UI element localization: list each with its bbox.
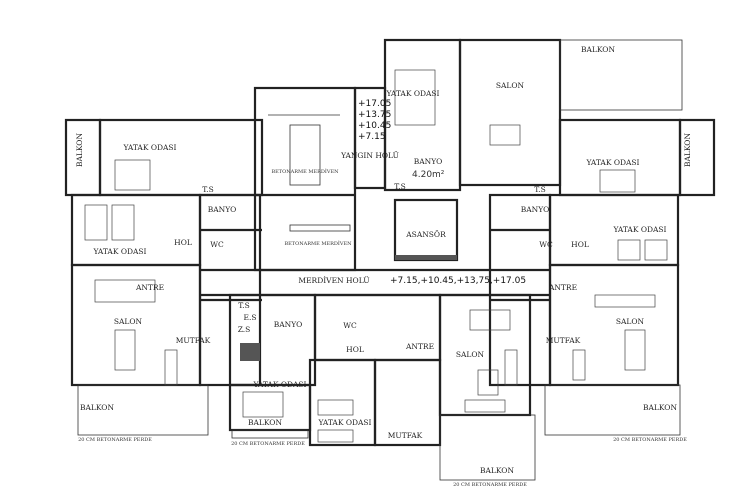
- room-balkon: BALKON: [75, 133, 84, 167]
- walls: [64, 38, 716, 481]
- room-salon: SALON: [496, 81, 525, 90]
- room-mutfak: MUTFAK: [546, 336, 581, 345]
- room-yatak-odasi: YATAK ODASI: [122, 143, 176, 152]
- level-label: +10.45: [358, 121, 391, 131]
- room-mutfak: MUTFAK: [388, 431, 423, 440]
- room-yatak-odasi: YATAK ODASI: [612, 225, 666, 234]
- room-salon: SALON: [456, 350, 485, 359]
- furniture: [84, 69, 668, 443]
- room-balkon: BALKON: [248, 418, 282, 427]
- room-antre: ANTRE: [135, 283, 164, 292]
- room-salon: SALON: [616, 317, 645, 326]
- stair-label: BETONARME MERDİVEN: [284, 240, 352, 247]
- room-yatak-odasi: YATAK ODASI: [92, 247, 146, 256]
- stair-label: BETONARME MERDİVEN: [271, 168, 339, 175]
- room-yatak-odasi: YATAK ODASI: [385, 89, 439, 98]
- room-es: E.S: [244, 313, 257, 322]
- wall-note: 20 CM BETONARME PERDE: [78, 437, 152, 443]
- room-antre: ANTRE: [548, 283, 577, 292]
- room-balkon: BALKON: [643, 403, 677, 412]
- room-balkon: BALKON: [480, 466, 514, 475]
- room-banyo: BANYO: [414, 157, 443, 166]
- room-salon: SALON: [114, 317, 143, 326]
- room-hol: HOL: [174, 238, 192, 247]
- level-label: +13.75: [358, 110, 391, 120]
- room-hol: HOL: [571, 240, 589, 249]
- room-ts: T.S: [238, 301, 249, 310]
- room-banyo: BANYO: [208, 205, 237, 214]
- room-balkon: BALKON: [80, 403, 114, 412]
- room-wc: WC: [210, 240, 224, 249]
- room-mutfak: MUTFAK: [176, 336, 211, 345]
- room-banyo: BANYO: [274, 320, 303, 329]
- room-balkon: BALKON: [683, 133, 692, 167]
- wall-note: 20 CM BETONARME PERDE: [231, 441, 305, 447]
- level-label: +17.05: [358, 99, 391, 109]
- wall-note: 20 CM BETONARME PERDE: [453, 482, 527, 488]
- room-banyo: BANYO: [521, 205, 550, 214]
- room-ts: T.S: [534, 185, 545, 194]
- level-label: +7.15: [358, 132, 386, 142]
- labels: +17.05 +13.75 +10.45 +7.15 +7.15,+10.45,…: [75, 45, 692, 488]
- room-wc: WC: [539, 240, 553, 249]
- room-ts: T.S: [394, 182, 405, 191]
- room-merdiven-holu: MERDİVEN HOLÜ: [298, 276, 369, 285]
- room-hol: HOL: [346, 345, 364, 354]
- hall-levels-label: +7.15,+10.45,+13,75,+17.05: [390, 276, 526, 286]
- room-yatak-odasi: YATAK ODASI: [252, 380, 306, 389]
- room-asansor: ASANSÖR: [405, 230, 446, 239]
- room-zs: Z.S: [238, 325, 251, 334]
- room-yatak-odasi: YATAK ODASI: [585, 158, 639, 167]
- room-wc: WC: [343, 321, 357, 330]
- room-antre: ANTRE: [405, 342, 434, 351]
- room-balkon: BALKON: [581, 45, 615, 54]
- wall-note: 20 CM BETONARME PERDE: [613, 437, 687, 443]
- room-yatak-odasi: YATAK ODASI: [317, 418, 371, 427]
- room-yangin-holu: YANGIN HOLÜ: [340, 151, 399, 160]
- banyo-area: 4.20m²: [412, 170, 445, 180]
- room-ts: T.S: [202, 185, 213, 194]
